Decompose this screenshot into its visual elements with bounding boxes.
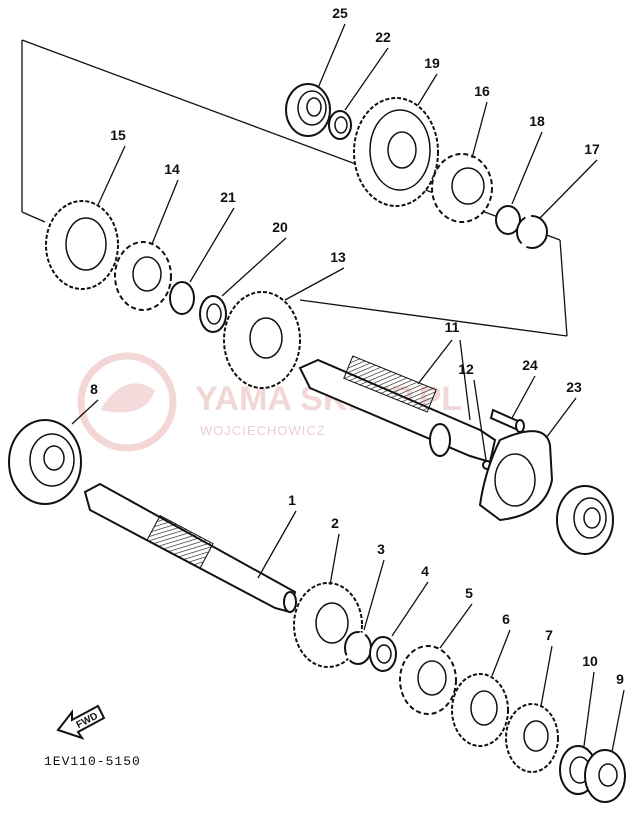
callout-16: 16: [474, 83, 490, 99]
callout-20: 20: [272, 219, 288, 235]
leader-17: [539, 159, 598, 219]
callout-6: 6: [502, 611, 510, 627]
callout-8: 8: [90, 381, 98, 397]
part-6-gear: [451, 673, 509, 747]
leader-19: [417, 73, 438, 106]
callout-18: 18: [529, 113, 545, 129]
part-13-gear: [223, 291, 301, 389]
drawing-code: 1EV110-5150: [44, 754, 141, 769]
leader-25: [317, 23, 346, 89]
part-8-bearing: [8, 419, 82, 505]
leader-2: [329, 533, 340, 586]
callout-22: 22: [375, 29, 391, 45]
watermark-sub: WOJCIECHOWICZ: [200, 423, 326, 438]
callout-9: 9: [616, 671, 624, 687]
part-3-circlip: [344, 631, 372, 665]
callout-10: 10: [582, 653, 598, 669]
callout-15: 15: [110, 127, 126, 143]
part-24-bolt: [489, 408, 525, 433]
callout-19: 19: [424, 55, 440, 71]
leader-11: [417, 339, 453, 385]
leader-15: [97, 145, 126, 206]
leader-23: [545, 397, 577, 439]
leader-22: [344, 47, 389, 111]
leader-5: [439, 603, 473, 649]
part-14-gear: [114, 241, 172, 311]
leader-20: [221, 237, 287, 297]
part-5-gear: [399, 645, 457, 715]
part-22-washer: [328, 110, 352, 140]
callout-5: 5: [465, 585, 473, 601]
leader-1: [257, 510, 297, 579]
part-15-gear: [45, 200, 119, 290]
part-25-bearing: [285, 83, 331, 137]
callout-24: 24: [522, 357, 538, 373]
callout-13: 13: [330, 249, 346, 265]
part-21-washer: [169, 281, 195, 315]
leader-6: [491, 629, 511, 677]
part-7-gear: [505, 703, 559, 773]
leader-9: [611, 689, 625, 753]
leader-3: [363, 559, 385, 631]
leader-14: [151, 179, 179, 245]
callout-17: 17: [584, 141, 600, 157]
callout-1: 1: [288, 492, 296, 508]
callout-23: 23: [566, 379, 582, 395]
leader-13: [284, 267, 345, 301]
leader-21: [189, 207, 235, 283]
leader-18: [511, 131, 543, 205]
callout-3: 3: [377, 541, 385, 557]
leader-4: [391, 581, 429, 637]
fwd-arrow: FWD: [56, 704, 106, 740]
callout-2: 2: [331, 515, 339, 531]
part-16-gear: [431, 153, 493, 223]
part-11-main-axle: [298, 355, 497, 464]
part-20-washer: [199, 295, 227, 333]
part-4-washer: [369, 636, 397, 672]
leader-24: [511, 375, 536, 419]
callout-21: 21: [220, 189, 236, 205]
callout-14: 14: [164, 161, 180, 177]
part-17-circlip: [516, 215, 548, 249]
part-23-plate: [478, 430, 554, 522]
callout-25: 25: [332, 5, 348, 21]
part-1-drive-axle: [83, 482, 297, 614]
leader-16: [471, 101, 488, 159]
leader-10: [583, 671, 595, 747]
part-9-nut: [584, 749, 626, 803]
part-bearing-right: [556, 485, 614, 555]
part-18-washer: [495, 205, 521, 235]
leader-8: [71, 399, 99, 425]
leader-lines: [71, 23, 625, 753]
leader-7: [540, 645, 553, 707]
part-19-gear: [353, 97, 439, 207]
callout-4: 4: [421, 563, 429, 579]
callout-11: 11: [445, 319, 460, 335]
leader-11: [459, 339, 471, 421]
callout-7: 7: [545, 627, 553, 643]
leader-12: [473, 379, 487, 461]
callout-12: 12: [458, 361, 474, 377]
